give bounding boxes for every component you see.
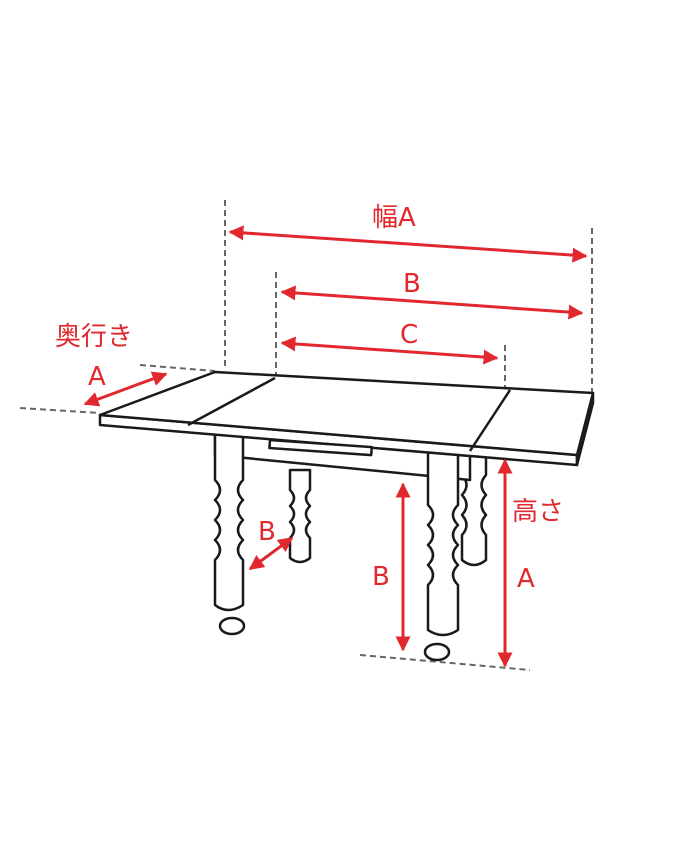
table-legs [213,428,488,662]
width-c-label: C [400,320,418,350]
height-label: 高さ [512,497,564,527]
height-b-label: B [372,562,390,592]
drawer [268,438,374,457]
depth-a-label: A [88,362,106,392]
width-b-label: B [403,269,421,299]
height-a-label: A [517,564,535,594]
dimension-arrows [83,225,588,668]
width-a-label: 幅A [372,203,416,233]
table-top [98,370,595,467]
leg-gap-b-label: B [258,517,276,547]
guide-lines [19,200,593,671]
depth-label: 奥行き [55,322,133,352]
